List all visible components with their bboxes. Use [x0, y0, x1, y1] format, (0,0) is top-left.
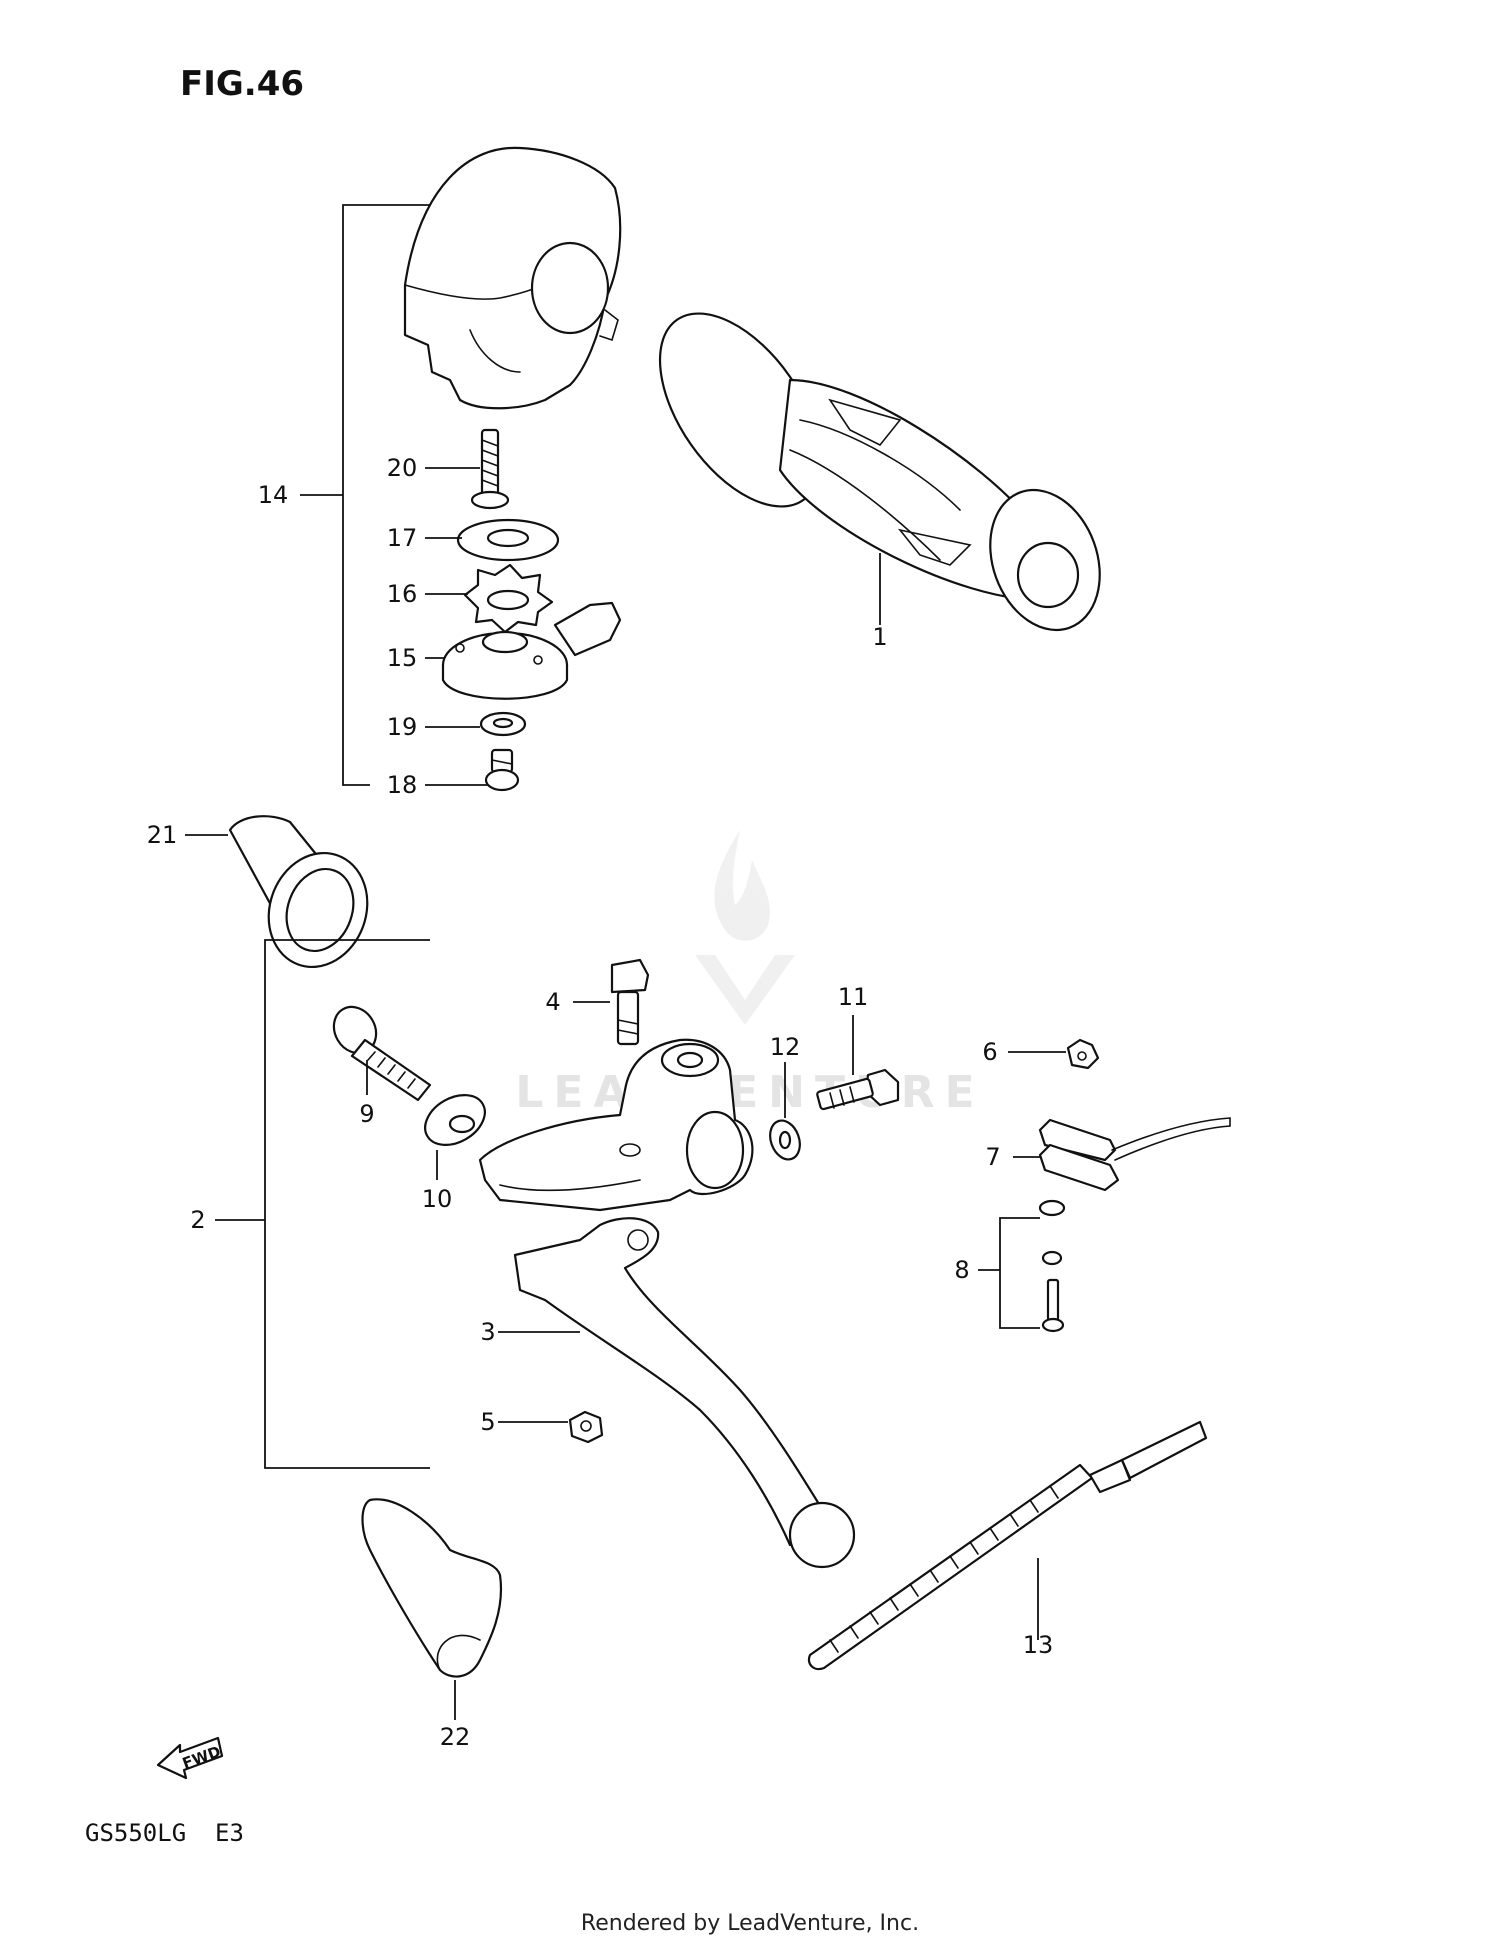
part-16-star-washer: [463, 563, 554, 634]
callout-15: 15: [387, 644, 418, 672]
leader-lines: [185, 467, 1066, 1720]
part-12-washer: [769, 1119, 801, 1161]
part-11-bolt: [816, 1068, 900, 1111]
forward-arrow-icon: [156, 1736, 224, 1780]
part-4-bolt: [610, 958, 650, 1046]
callout-9: 9: [359, 1100, 374, 1128]
callout-2: 2: [190, 1206, 205, 1234]
bracket-8: [978, 1217, 1040, 1329]
callout-6: 6: [982, 1038, 997, 1066]
part-18-screw: [484, 748, 520, 792]
figure-title: FIG.46: [180, 64, 304, 104]
callout-4: 4: [545, 988, 560, 1016]
callout-14: 14: [258, 481, 289, 509]
callout-13: 13: [1023, 1631, 1054, 1659]
footer-credit: Rendered by LeadVenture, Inc.: [581, 1911, 919, 1936]
callout-21: 21: [147, 821, 178, 849]
part-2-lever-holder: [478, 1038, 754, 1212]
callout-19: 19: [387, 713, 418, 741]
part-21-cap: [228, 815, 369, 969]
part-10-locknut: [424, 1094, 486, 1146]
fwd-label: FWD: [180, 1742, 223, 1772]
callout-numbers: 1 2 3 4 5 6 7 8 9 10 11 12 13 14 15 16 1…: [147, 454, 1054, 1751]
callout-11: 11: [838, 983, 869, 1011]
callout-10: 10: [422, 1185, 453, 1213]
fwd-marker: FWD: [156, 1736, 224, 1780]
part-8-screw-set: [1038, 1199, 1066, 1333]
part-20-screw: [470, 428, 510, 510]
callout-18: 18: [387, 771, 418, 799]
watermark: LEADVENTURE: [515, 830, 984, 1118]
model-code: GS550LG E3: [85, 1819, 244, 1847]
callout-12: 12: [770, 1033, 801, 1061]
part-14-switch-housing: [403, 146, 622, 410]
part-5-nut: [568, 1410, 604, 1444]
part-9-adjuster: [332, 1005, 432, 1102]
bracket-14: [300, 204, 430, 786]
bracket-2: [215, 939, 430, 1469]
part-7-switch: [1038, 1117, 1231, 1192]
callout-20: 20: [387, 454, 418, 482]
part-3-clutch-lever: [513, 1217, 856, 1569]
callout-5: 5: [480, 1408, 495, 1436]
callout-1: 1: [872, 623, 887, 651]
callout-22: 22: [440, 1723, 471, 1751]
part-15-choke-lever: [441, 601, 622, 700]
callout-8: 8: [954, 1256, 969, 1284]
part-22-cover: [361, 1498, 503, 1678]
part-19-washer: [479, 711, 527, 737]
callout-16: 16: [387, 580, 418, 608]
watermark-logo-icon: [695, 830, 795, 1025]
part-1-grip: [658, 312, 1101, 632]
callout-3: 3: [480, 1318, 495, 1346]
part-6-clip: [1066, 1038, 1100, 1070]
watermark-text: LEADVENTURE: [515, 1067, 984, 1118]
callout-17: 17: [387, 524, 418, 552]
part-17-washer: [456, 518, 560, 562]
callout-7: 7: [985, 1143, 1000, 1171]
part-13-cable-tie: [807, 1420, 1208, 1671]
